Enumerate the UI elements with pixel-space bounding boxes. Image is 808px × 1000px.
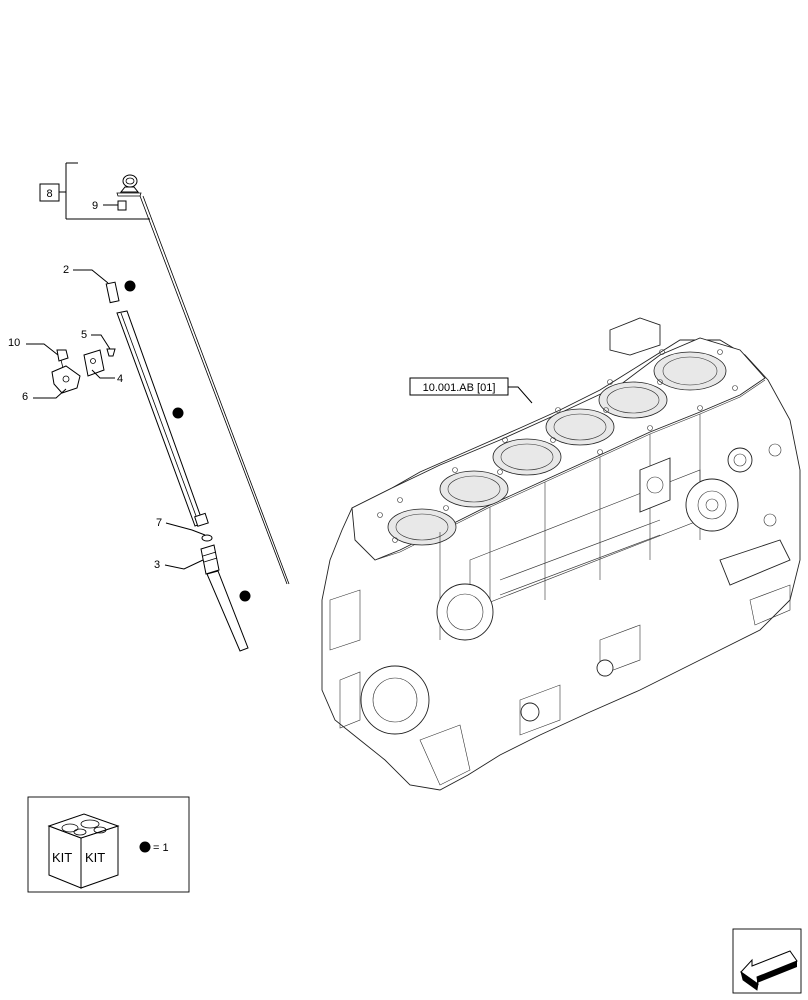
callout-8: 8 bbox=[46, 188, 52, 200]
kit-equals-label: = 1 bbox=[153, 842, 169, 854]
group-bracket bbox=[65, 162, 150, 220]
callout-5: 5 bbox=[81, 329, 87, 341]
o-ring bbox=[117, 200, 127, 211]
bolt bbox=[56, 349, 69, 362]
dipstick-handle bbox=[122, 174, 138, 188]
callout-3: 3 bbox=[154, 559, 160, 571]
fitting bbox=[200, 544, 220, 575]
sleeve bbox=[105, 281, 120, 304]
kit-label-right: KIT bbox=[85, 850, 105, 865]
reference-label[interactable]: 10.001.AB [01] bbox=[423, 382, 496, 394]
callout-6: 6 bbox=[22, 391, 28, 403]
callout-4: 4 bbox=[117, 373, 123, 385]
kit-marker-legend bbox=[139, 841, 151, 853]
cylinder-bores bbox=[387, 351, 727, 546]
arrow-left-icon[interactable] bbox=[732, 928, 802, 994]
kit-box-icon: KIT KIT bbox=[47, 813, 120, 889]
deck-holes bbox=[377, 349, 738, 543]
dipstick-assembly: 8 9 2 5 10 4 bbox=[8, 162, 290, 652]
kit-marker bbox=[124, 280, 136, 292]
engine-block bbox=[321, 317, 801, 791]
block-details bbox=[329, 317, 791, 786]
kit-marker bbox=[239, 590, 251, 602]
screw bbox=[106, 348, 116, 357]
lower-tube bbox=[206, 570, 249, 652]
callout-7: 7 bbox=[156, 517, 162, 529]
kit-label-left: KIT bbox=[52, 850, 72, 865]
callout-2: 2 bbox=[63, 264, 69, 276]
seal-ring bbox=[201, 534, 213, 542]
callout-9: 9 bbox=[92, 200, 98, 212]
dipstick-rod bbox=[139, 195, 288, 585]
bracket bbox=[51, 365, 81, 394]
kit-legend: KIT KIT = 1 bbox=[27, 796, 190, 893]
kit-marker bbox=[172, 407, 184, 419]
callout-10: 10 bbox=[8, 337, 20, 349]
